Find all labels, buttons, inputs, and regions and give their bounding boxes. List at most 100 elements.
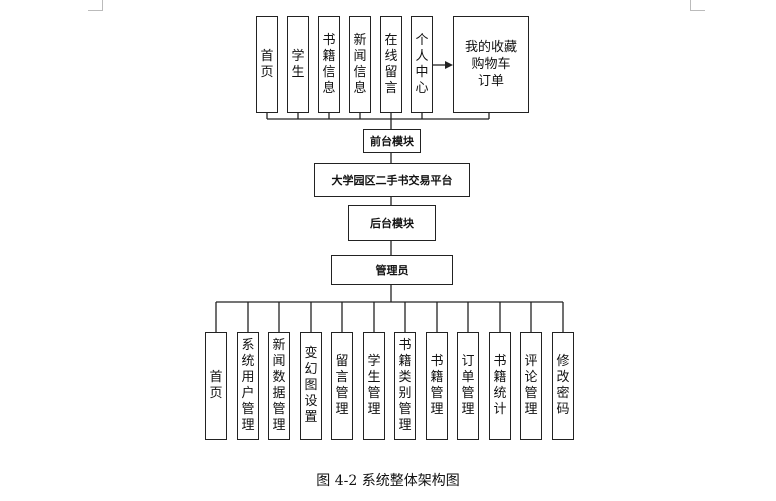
personal-center-items-box: 我的收藏 购物车 订单 <box>453 16 529 113</box>
page-corner-mark-left <box>88 0 103 11</box>
module-label-char: 理 <box>272 418 286 433</box>
module-label-char: 书 <box>430 354 444 369</box>
frontend-module-box: 新闻信息 <box>349 16 371 113</box>
module-label-char: 留 <box>384 64 398 80</box>
module-label-char: 管 <box>524 386 538 401</box>
module-label-char: 统 <box>493 386 507 401</box>
module-label-char: 生 <box>367 370 381 385</box>
module-label-char: 用 <box>241 370 255 385</box>
module-label-char: 变 <box>304 346 318 361</box>
backend-module-box: 订单管理 <box>457 332 479 440</box>
admin-box: 管理员 <box>331 255 453 285</box>
frontend-module-box: 首页 <box>256 16 278 113</box>
backend-module-box: 书籍类别管理 <box>394 332 416 440</box>
figure-caption: 图 4-2 系统整体架构图 <box>316 473 460 489</box>
frontend-module-box: 在线留言 <box>380 16 402 113</box>
module-label-char: 页 <box>260 64 274 80</box>
module-label-char: 理 <box>524 402 538 417</box>
module-label-char: 信 <box>353 64 367 80</box>
module-label-char: 密 <box>556 386 570 401</box>
backend-module-box: 系统用户管理 <box>237 332 259 440</box>
module-label-char: 管 <box>461 386 475 401</box>
platform-title-box: 大学园区二手书交易平台 <box>314 163 470 197</box>
module-label-char: 闻 <box>353 48 367 64</box>
personal-center-item: 购物车 <box>471 57 511 72</box>
module-label-char: 管 <box>398 402 412 417</box>
frontend-module-label: 前台模块 <box>363 129 421 153</box>
module-label-char: 理 <box>461 402 475 417</box>
frontend-module-box: 学生 <box>287 16 309 113</box>
module-label-char: 书 <box>493 354 507 369</box>
module-label-char: 闻 <box>272 354 286 369</box>
module-label-char: 个 <box>415 32 429 48</box>
module-label-char: 书 <box>398 338 412 353</box>
module-label-char: 图 <box>304 378 318 393</box>
module-label-char: 页 <box>209 386 223 401</box>
module-label-char: 设 <box>304 394 318 409</box>
module-label-char: 人 <box>415 48 429 64</box>
module-label-char: 新 <box>353 32 367 48</box>
module-label-char: 新 <box>272 338 286 353</box>
backend-module-box: 变幻图设置 <box>300 332 322 440</box>
backend-module-box: 新闻数据管理 <box>268 332 290 440</box>
module-label-char: 统 <box>241 354 255 369</box>
module-label-char: 首 <box>260 48 274 64</box>
backend-module-box: 评论管理 <box>520 332 542 440</box>
module-label-char: 学 <box>291 48 305 64</box>
backend-module-box: 首页 <box>205 332 227 440</box>
backend-module-box: 书籍管理 <box>426 332 448 440</box>
module-label-char: 修 <box>556 354 570 369</box>
module-label-char: 信 <box>322 64 336 80</box>
module-label-char: 籍 <box>398 354 412 369</box>
module-label-char: 类 <box>398 370 412 385</box>
module-label-char: 籍 <box>430 370 444 385</box>
module-label-char: 管 <box>367 386 381 401</box>
module-label-char: 改 <box>556 370 570 385</box>
page-corner-mark-right <box>690 0 705 11</box>
module-label-char: 留 <box>335 354 349 369</box>
module-label-char: 评 <box>524 354 538 369</box>
backend-module-box: 书籍统计 <box>489 332 511 440</box>
module-label-char: 单 <box>461 370 475 385</box>
module-label-char: 中 <box>415 64 429 80</box>
module-label-char: 码 <box>556 402 570 417</box>
module-label-char: 言 <box>335 370 349 385</box>
frontend-module-box: 书籍信息 <box>318 16 340 113</box>
module-label-char: 息 <box>322 80 336 96</box>
module-label-char: 订 <box>461 354 475 369</box>
module-label-char: 系 <box>241 338 255 353</box>
module-label-char: 户 <box>241 386 255 401</box>
module-label-char: 首 <box>209 370 223 385</box>
module-label-char: 学 <box>367 354 381 369</box>
module-label-char: 理 <box>398 418 412 433</box>
module-label-char: 理 <box>335 402 349 417</box>
module-label-char: 管 <box>272 402 286 417</box>
module-label-char: 理 <box>367 402 381 417</box>
module-label-char: 生 <box>291 64 305 80</box>
module-label-char: 幻 <box>304 362 318 377</box>
module-label-char: 籍 <box>493 370 507 385</box>
backend-module-box: 学生管理 <box>363 332 385 440</box>
backend-module-box: 修改密码 <box>552 332 574 440</box>
personal-center-item: 我的收藏 <box>464 40 517 55</box>
module-label-char: 息 <box>353 80 367 96</box>
module-label-char: 据 <box>272 386 286 401</box>
frontend-module-box: 个人中心 <box>411 16 433 113</box>
module-label-char: 书 <box>322 32 336 48</box>
module-label-char: 在 <box>384 32 398 48</box>
arrow-head <box>445 61 453 69</box>
module-label-char: 心 <box>415 80 429 96</box>
backend-module-label: 后台模块 <box>348 205 436 241</box>
backend-module-box: 留言管理 <box>331 332 353 440</box>
module-label-char: 籍 <box>322 48 336 64</box>
personal-center-item: 订单 <box>477 74 504 89</box>
module-label-char: 言 <box>384 80 398 96</box>
module-label-char: 线 <box>384 48 398 64</box>
module-label-char: 计 <box>493 402 507 417</box>
module-label-char: 论 <box>524 370 538 385</box>
module-label-char: 理 <box>430 402 444 417</box>
module-label-char: 管 <box>241 402 255 417</box>
module-label-char: 数 <box>272 370 286 385</box>
